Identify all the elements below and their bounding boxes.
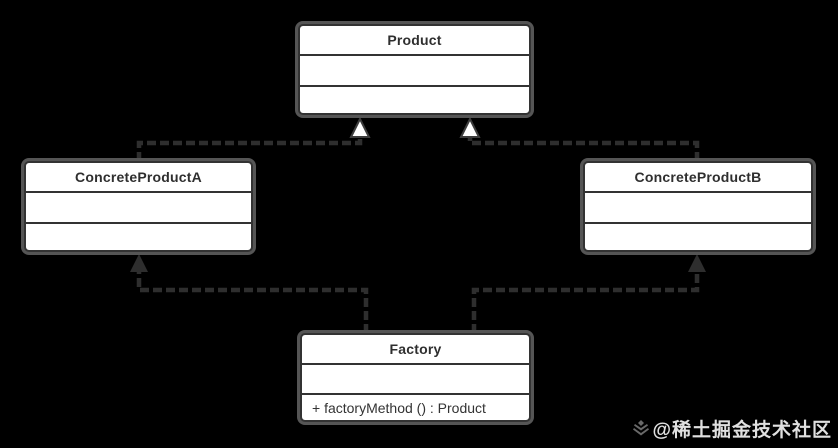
class-box-concrete-product-a: ConcreteProductA	[24, 161, 253, 252]
class-methods-concrete-product-a	[26, 224, 251, 250]
class-name-concrete-product-b: ConcreteProductB	[585, 163, 811, 193]
class-methods-product	[300, 87, 529, 113]
dependency-arrow-icon-b	[688, 254, 706, 272]
watermark: @稀土掘金技术社区	[633, 415, 832, 442]
class-name-product: Product	[300, 26, 529, 56]
class-attributes-factory	[302, 365, 529, 396]
class-box-product: Product	[298, 24, 531, 115]
juejin-logo-icon	[633, 419, 650, 439]
class-methods-concrete-product-b	[585, 224, 811, 250]
class-attributes-product	[300, 56, 529, 88]
inheritance-arrow-icon-a	[349, 116, 371, 138]
class-name-concrete-product-a: ConcreteProductA	[26, 163, 251, 193]
inheritance-arrow-icon-b	[459, 116, 481, 138]
class-attributes-concrete-product-a	[26, 193, 251, 225]
inheritance-connector-b	[467, 137, 700, 161]
watermark-text: @稀土掘金技术社区	[652, 420, 832, 441]
class-box-factory: Factory + factoryMethod () : Product	[300, 333, 531, 422]
dependency-connector-a	[136, 271, 369, 333]
dependency-arrow-icon-a	[130, 254, 148, 272]
class-box-concrete-product-b: ConcreteProductB	[583, 161, 813, 252]
class-name-factory: Factory	[302, 335, 529, 365]
dependency-connector-b	[471, 271, 700, 333]
inheritance-connector-a	[136, 137, 363, 161]
class-methods-factory: + factoryMethod () : Product	[312, 399, 486, 416]
class-attributes-concrete-product-b	[585, 193, 811, 225]
